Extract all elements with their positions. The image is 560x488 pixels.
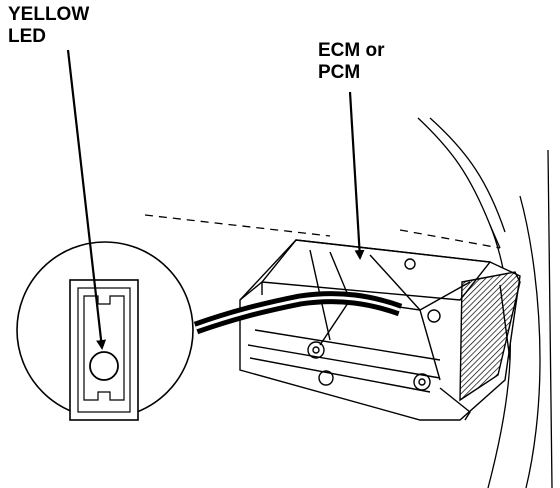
yellow-led-icon xyxy=(89,351,119,381)
wiring-harness xyxy=(193,291,403,335)
leader-arrows xyxy=(66,49,365,350)
ecm-pcm-unit xyxy=(239,239,521,421)
yellow-led-leader xyxy=(66,49,107,350)
yellow-led-label: YELLOW LED xyxy=(8,4,89,48)
yellow-led-label-line-2: LED xyxy=(8,26,46,47)
ecm-pcm-label-line-1: ECM or xyxy=(318,40,385,61)
ecm-pcm-leader xyxy=(348,91,365,260)
ecm-pcm-label-line-2: PCM xyxy=(318,62,361,83)
ecm-pcm-label: ECM or PCM xyxy=(318,40,385,84)
detail-magnifier xyxy=(16,241,194,421)
yellow-led-label-line-1: YELLOW xyxy=(8,4,90,25)
